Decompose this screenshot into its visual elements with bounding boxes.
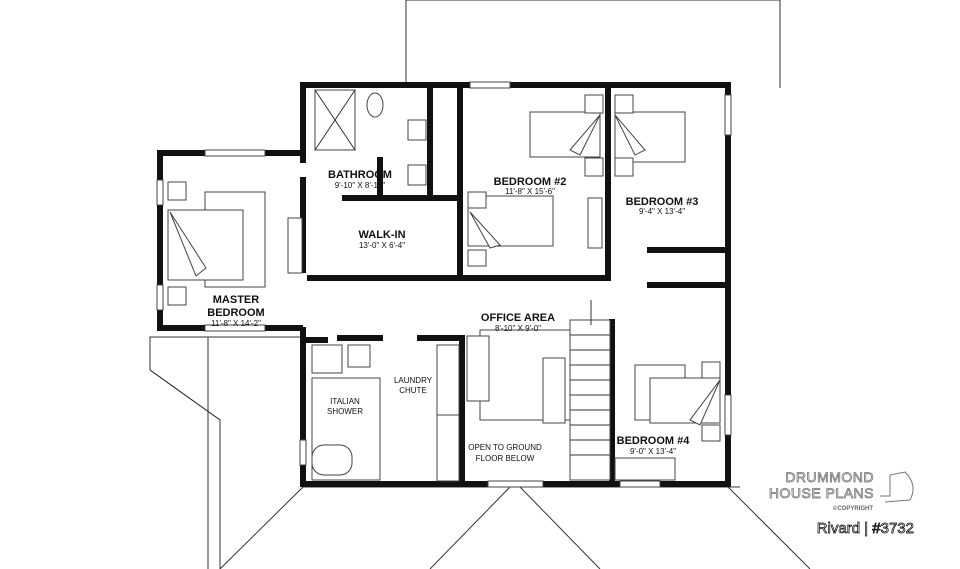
room-bedroom-4: BEDROOM #4 9'-0" X 13'-4" bbox=[617, 435, 691, 456]
svg-text:FLOOR BELOW: FLOOR BELOW bbox=[476, 454, 535, 463]
room-name: BATHROOM bbox=[328, 169, 392, 181]
room-office-area: OFFICE AREA 8'-10" X 9'-0" bbox=[481, 312, 555, 333]
room-dimensions: 11'-8" X 15'-6" bbox=[505, 187, 555, 196]
svg-text:OPEN TO GROUND: OPEN TO GROUND bbox=[468, 443, 542, 452]
label-laundry-chute: LAUNDRY CHUTE bbox=[394, 376, 433, 395]
drummond-logo: DRUMMOND HOUSE PLANS ©COPYRIGHT bbox=[769, 469, 914, 512]
room-bathroom: BATHROOM 9'-10" X 8'-10" bbox=[328, 169, 392, 190]
room-name: BEDROOM bbox=[207, 307, 264, 319]
room-dimensions: 9'-10" X 8'-10" bbox=[335, 181, 386, 190]
windows bbox=[156, 81, 732, 488]
room-name: BEDROOM #2 bbox=[494, 176, 567, 188]
svg-text:CHUTE: CHUTE bbox=[399, 386, 427, 395]
room-dimensions: 13'-0" X 6'-4" bbox=[359, 241, 405, 250]
room-bedroom-3: BEDROOM #3 9'-4" X 13'-4" bbox=[626, 196, 699, 216]
room-dimensions: 8'-10" X 9'-0" bbox=[495, 324, 541, 333]
room-walk-in: WALK-IN 13'-0" X 6'-4" bbox=[358, 229, 405, 250]
room-dimensions: 9'-4" X 13'-4" bbox=[639, 207, 685, 216]
furniture bbox=[167, 89, 721, 482]
svg-text:©COPYRIGHT: ©COPYRIGHT bbox=[833, 505, 873, 512]
svg-text:HOUSE PLANS: HOUSE PLANS bbox=[769, 485, 874, 501]
room-name: OFFICE AREA bbox=[481, 312, 555, 324]
room-bedroom-2: BEDROOM #2 11'-8" X 15'-6" bbox=[494, 176, 567, 196]
svg-text:SHOWER: SHOWER bbox=[327, 407, 363, 416]
room-dimensions: 11'-8" X 14'-2" bbox=[211, 319, 261, 328]
plan-label: Rivard | #3732 bbox=[817, 520, 914, 537]
label-open-to-below: OPEN TO GROUND FLOOR BELOW bbox=[468, 443, 542, 463]
svg-text:LAUNDRY: LAUNDRY bbox=[394, 376, 433, 385]
svg-text:ITALIAN: ITALIAN bbox=[330, 397, 360, 406]
room-dimensions: 9'-0" X 13'-4" bbox=[630, 447, 676, 456]
stairs bbox=[570, 300, 610, 456]
room-name: MASTER bbox=[213, 294, 260, 306]
label-italian-shower: ITALIAN SHOWER bbox=[327, 397, 363, 416]
svg-text:DRUMMOND: DRUMMOND bbox=[785, 469, 874, 485]
room-name: BEDROOM #3 bbox=[626, 196, 699, 208]
room-name: BEDROOM #4 bbox=[617, 435, 691, 447]
room-name: WALK-IN bbox=[358, 229, 405, 241]
room-master-bedroom: MASTER BEDROOM 11'-8" X 14'-2" bbox=[207, 294, 264, 328]
